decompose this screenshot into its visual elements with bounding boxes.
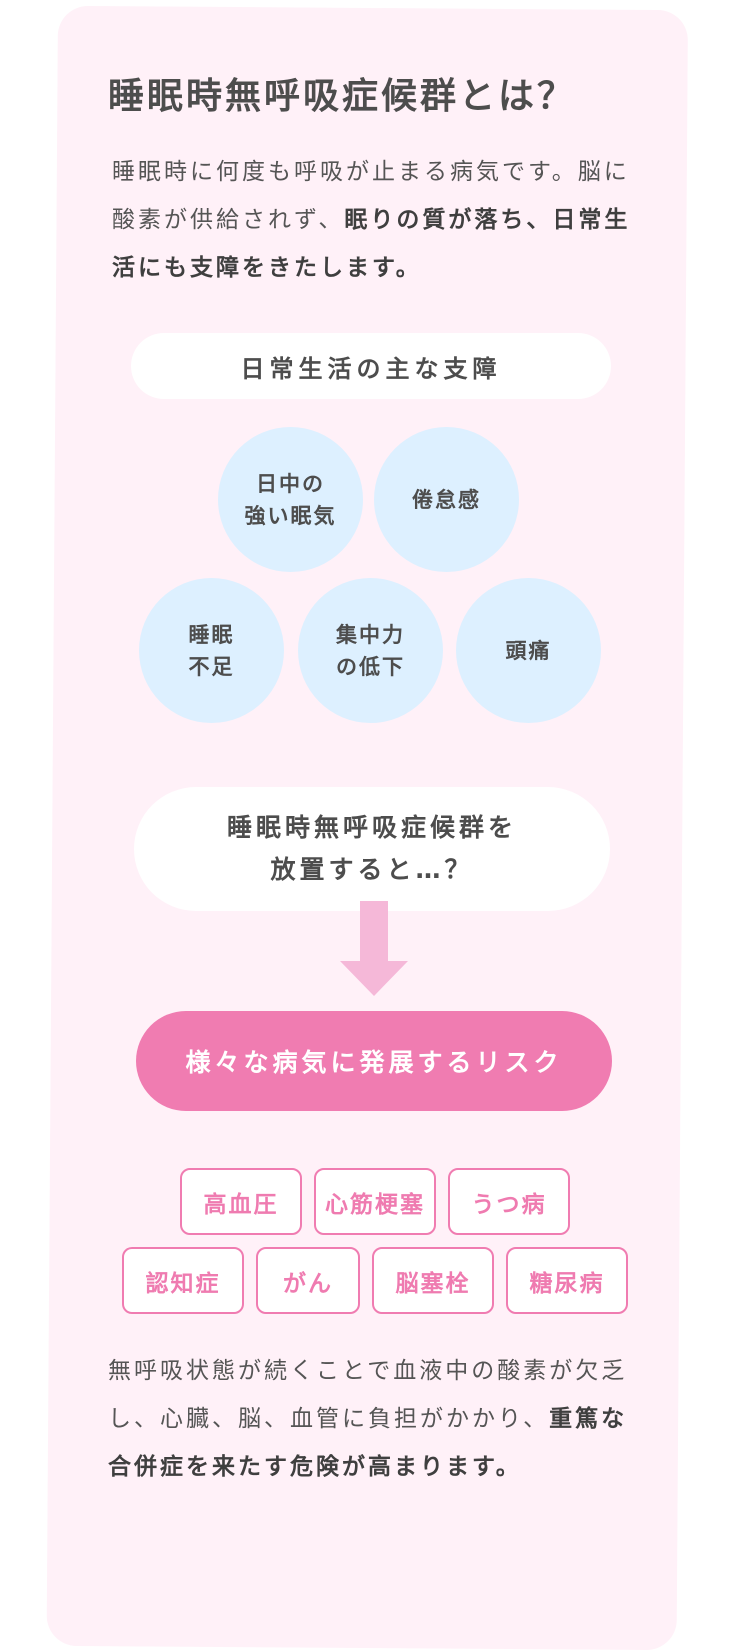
outro-paragraph: 無呼吸状態が続くことで血液中の酸素が欠乏し、心臓、脳、血管に負担がかかり、重篤な… bbox=[108, 1347, 653, 1491]
disease-tag-diabetes: 糖尿病 bbox=[506, 1247, 628, 1314]
impact-bubble-concentration-loss: 集中力 の低下 bbox=[298, 578, 443, 723]
disease-tag-depression: うつ病 bbox=[448, 1168, 570, 1235]
page-title: 睡眠時無呼吸症候群とは？ bbox=[108, 76, 577, 117]
risk-banner: 様々な病気に発展するリスク bbox=[136, 1011, 612, 1111]
disease-tags-row-1: 高血圧 心筋梗塞 うつ病 bbox=[0, 1168, 750, 1235]
outro-emphasis: 重篤な合併症を来たす危険が高まります。 bbox=[108, 1406, 628, 1480]
impact-bubble-daytime-sleepiness: 日中の 強い眠気 bbox=[218, 427, 363, 572]
disease-tag-dementia: 認知症 bbox=[122, 1247, 244, 1314]
disease-tag-myocardial-infarction: 心筋梗塞 bbox=[314, 1168, 436, 1235]
lead-emphasis: 眠りの質が落ち、日常生活にも支障をきたします。 bbox=[112, 207, 631, 281]
impact-bubble-sleep-deprivation: 睡眠 不足 bbox=[139, 578, 284, 723]
outro-text: 無呼吸状態が続くことで血液中の酸素が欠乏し、心臓、脳、血管に負担がかかり、 bbox=[108, 1358, 628, 1432]
disease-tag-cancer: がん bbox=[256, 1247, 360, 1314]
impact-bubble-headache: 頭痛 bbox=[456, 578, 601, 723]
lead-text: 睡眠時に何度も呼吸が止まる病気です。脳に酸素が供給されず、 bbox=[112, 159, 630, 233]
lead-paragraph: 睡眠時に何度も呼吸が止まる病気です。脳に酸素が供給されず、眠りの質が落ち、日常生… bbox=[112, 148, 652, 292]
impact-bubble-fatigue: 倦怠感 bbox=[374, 427, 519, 572]
daily-impact-heading: 日常生活の主な支障 bbox=[131, 333, 611, 399]
question-bubble: 睡眠時無呼吸症候群を 放置すると…？ bbox=[134, 787, 610, 911]
disease-tag-hypertension: 高血圧 bbox=[180, 1168, 302, 1235]
arrow-down-icon bbox=[340, 901, 408, 996]
disease-tag-cerebral-embolism: 脳塞栓 bbox=[372, 1247, 494, 1314]
disease-tags-row-2: 認知症 がん 脳塞栓 糖尿病 bbox=[0, 1247, 750, 1314]
